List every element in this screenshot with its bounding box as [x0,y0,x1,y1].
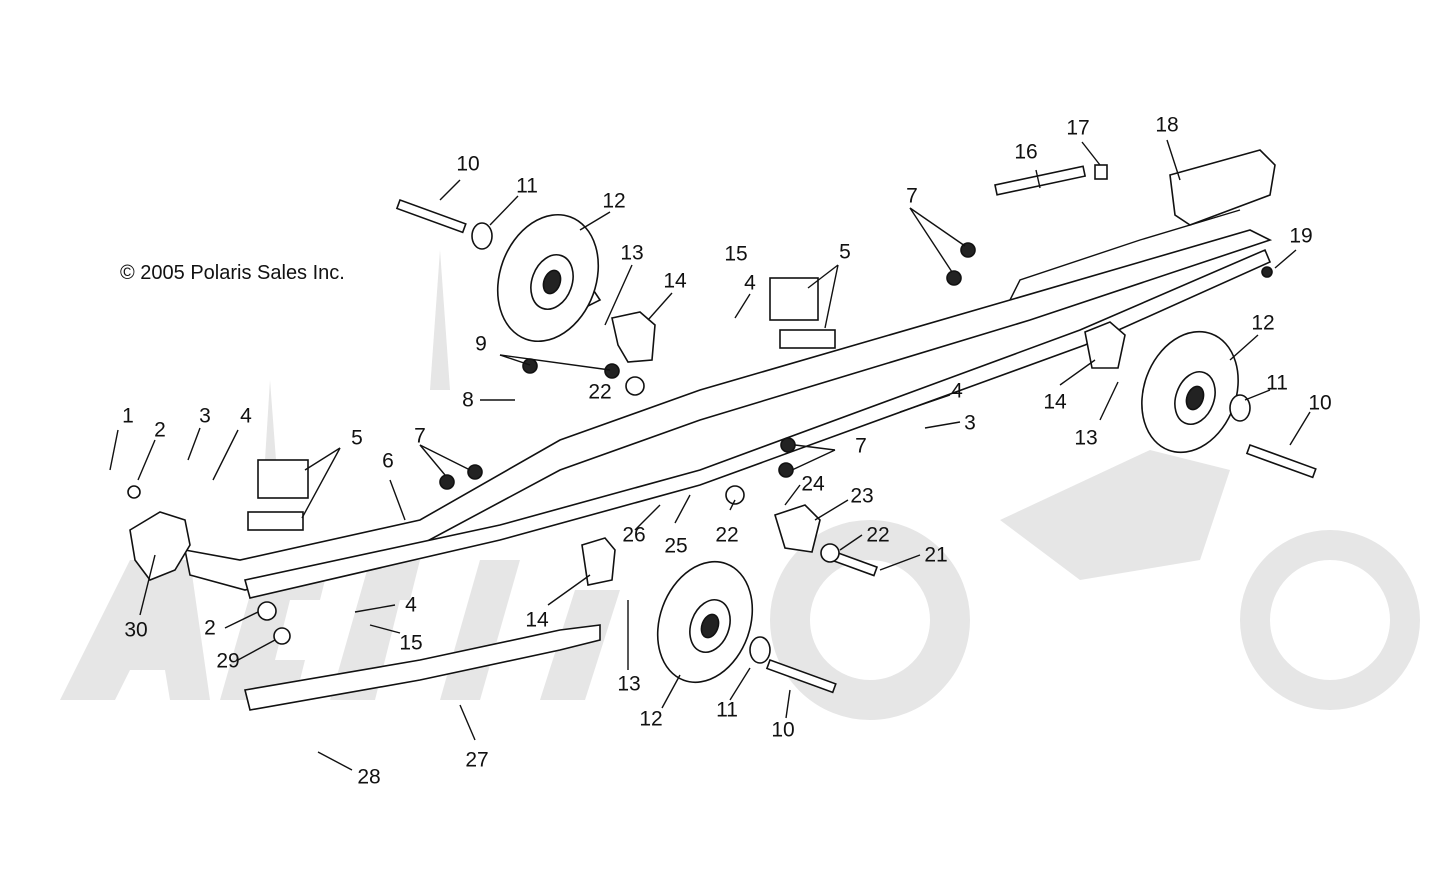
callout-2: 2 [154,419,166,442]
callout-labels: 1 2 3 4 5 6 7 8 9 10 11 12 13 14 15 4 5 … [122,114,1332,789]
callout-7: 7 [414,425,426,448]
callout-11: 11 [516,175,538,198]
callout-22: 22 [588,381,611,404]
callout-21: 21 [924,544,947,567]
callout-3: 3 [199,405,211,428]
callout-10: 10 [1308,392,1331,415]
callout-24: 24 [801,473,825,496]
callout-13: 13 [617,673,640,696]
callout-4: 4 [240,405,252,428]
callout-16: 16 [1014,141,1037,164]
callout-12: 12 [602,190,625,213]
callout-19: 19 [1289,225,1312,248]
callout-10: 10 [456,153,479,176]
callout-8: 8 [462,389,474,412]
leader-lines [109,139,1311,771]
callout-18: 18 [1155,114,1178,137]
callout-14: 14 [1043,391,1067,414]
callout-23: 23 [850,485,873,508]
callout-17: 17 [1066,117,1089,140]
wear-strip [244,624,601,711]
callout-4: 4 [951,380,963,403]
callout-2: 2 [204,617,216,640]
callout-22: 22 [715,524,738,547]
idler-wheel-upper [496,213,600,343]
copyright-text: © 2005 Polaris Sales Inc. [120,262,345,284]
callout-12: 12 [639,708,662,731]
callout-5: 5 [839,241,851,264]
callout-14: 14 [525,609,549,632]
callout-5: 5 [351,427,363,450]
pivot-brackets [581,311,1126,586]
callout-6: 6 [382,450,394,473]
bolts [395,165,1317,694]
callout-12: 12 [1251,312,1274,335]
callout-26: 26 [622,524,645,547]
idler-wheel-right [1141,330,1239,454]
callout-4: 4 [744,272,756,295]
callout-7: 7 [906,185,918,208]
callout-11: 11 [1266,372,1288,395]
idler-wheel-lower [656,560,754,684]
callout-11: 11 [716,699,738,722]
callout-25: 25 [664,535,687,558]
callout-14: 14 [663,270,687,293]
callout-27: 27 [465,749,488,772]
callout-15: 15 [724,243,747,266]
wear-blocks [247,277,836,531]
callout-1: 1 [122,405,134,428]
callout-4: 4 [405,594,417,617]
callout-3: 3 [964,412,976,435]
callout-13: 13 [620,242,643,265]
rail-tip [129,511,191,581]
callout-10: 10 [771,719,794,742]
callout-30: 30 [124,619,147,642]
callout-15: 15 [399,632,422,655]
callout-9: 9 [475,333,487,356]
callout-22: 22 [866,524,889,547]
washers-and-nuts [127,164,1273,664]
callout-13: 13 [1074,427,1097,450]
callout-29: 29 [216,650,239,673]
callout-28: 28 [357,766,380,789]
slide-rail-assembly [183,149,1276,599]
callout-7: 7 [855,435,867,458]
